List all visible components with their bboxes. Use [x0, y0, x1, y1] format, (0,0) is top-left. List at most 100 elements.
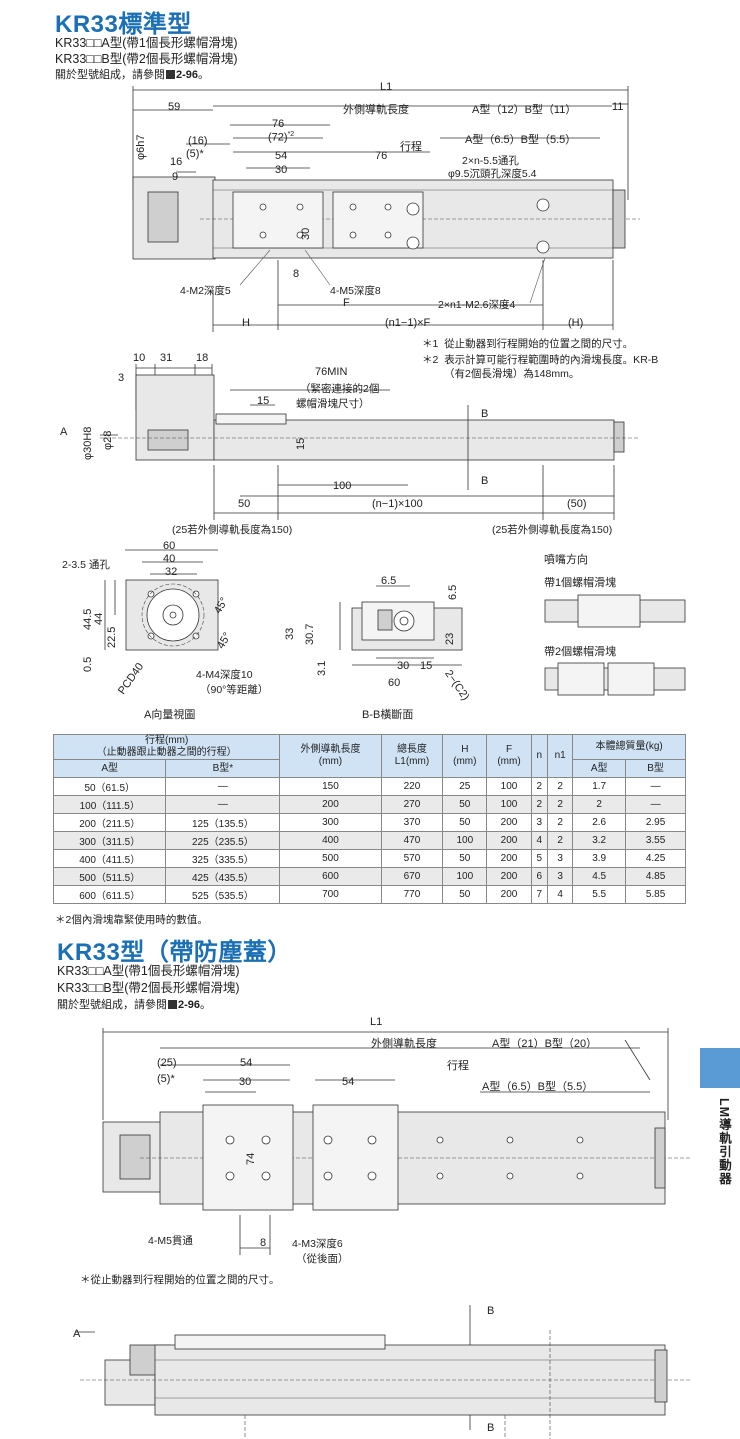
table-cell: 2	[572, 795, 627, 814]
table-cell: 5.5	[572, 885, 627, 904]
dim-cover-54b: 54	[342, 1076, 355, 1088]
label-A: A	[60, 426, 68, 438]
table-cell: 25	[442, 777, 488, 796]
dim-a65b55: A型（6.5）B型（5.5）	[465, 134, 577, 146]
dim-l1: L1	[380, 81, 393, 93]
dim-n1F: (n1−1)×F	[385, 317, 431, 329]
table-cell: 2	[547, 777, 574, 796]
note-cover-back: （從後面）	[296, 1253, 349, 1265]
dim-76: 76	[272, 118, 285, 130]
note-tight-1: （緊密連接的2個	[300, 383, 380, 395]
dim-30-7: 30.7	[304, 623, 316, 645]
dim-16b: 16	[170, 156, 183, 168]
table-cell: 4.85	[625, 867, 686, 886]
table-cell: 3	[530, 813, 549, 832]
dim-18: 18	[196, 352, 209, 364]
dim-15v: 15	[295, 437, 307, 450]
th-type-b: B型*	[165, 759, 281, 778]
table-cell: 2	[530, 795, 549, 814]
table-cell: 100	[442, 831, 488, 850]
dim-9: 9	[172, 171, 179, 183]
dim-cover-stroke: 行程	[447, 1060, 469, 1072]
table-cell: 1.7	[572, 777, 627, 796]
table-cell: 600（611.5）	[52, 885, 167, 904]
dim-100: 100	[333, 480, 352, 492]
th-n: n	[530, 734, 549, 778]
table-cell: —	[165, 795, 281, 814]
section1-title: KR33標準型	[55, 11, 192, 38]
table-cell: 300（311.5）	[52, 831, 167, 850]
dim-33: 33	[284, 627, 296, 640]
note2-cont: （有2個長滑塊）為148mm。	[444, 368, 580, 380]
table-cell: 5.85	[625, 885, 686, 904]
caption-two-block: 帶2個螺帽滑塊	[544, 646, 617, 658]
dim-10: 10	[133, 352, 146, 364]
th-stroke: 行程(mm)（止動器跟止動器之間的行程）	[52, 734, 281, 760]
label-B2: B	[481, 475, 489, 487]
dim-H: H	[242, 317, 250, 329]
dim-6-5: 6.5	[381, 575, 397, 587]
table-cell: 3	[547, 849, 574, 868]
table-cell: 4	[530, 831, 549, 850]
drawing-top-view	[132, 86, 640, 332]
table-cell: —	[625, 795, 686, 814]
table-cell: 3	[547, 867, 574, 886]
dim-F: F	[343, 297, 350, 309]
th-mass-a: A型	[572, 759, 627, 778]
dim-59: 59	[168, 101, 181, 113]
dim-23: 23	[444, 632, 456, 645]
section1-line-b: KR33□□B型(帶2個長形螺帽滑塊)	[55, 52, 238, 66]
table-cell: 50	[442, 813, 488, 832]
section2-line-a: KR33□□A型(帶1個長形螺帽滑塊)	[57, 964, 240, 978]
table-cell: 50	[442, 885, 488, 904]
table-cell: 50	[442, 795, 488, 814]
note-thru-holes: 2×n-5.5通孔	[462, 155, 519, 167]
table-cell: 3.55	[625, 831, 686, 850]
table-cell: 100	[486, 777, 532, 796]
table-cell: 200	[486, 813, 532, 832]
dim-cover-a65b55: A型（6.5）B型（5.5）	[482, 1081, 594, 1093]
label-B1: B	[481, 408, 489, 420]
table-cell: 400	[279, 831, 382, 850]
note-cover-star: ＊從止動器到行程開始的位置之間的尺寸。	[80, 1274, 280, 1286]
dim-3-1: 3.1	[316, 660, 328, 676]
note-m4: 4-M4深度10	[196, 669, 253, 681]
dim-15b: 15	[420, 660, 433, 672]
dim-cover-8: 8	[260, 1237, 267, 1249]
dim-5: (5)*	[186, 148, 204, 160]
table-cell: 2	[530, 777, 549, 796]
table-cell: 600	[279, 867, 382, 886]
table-cell: 4.25	[625, 849, 686, 868]
note-cover-m3: 4-M3深度6	[292, 1238, 343, 1250]
table-cell: 5	[530, 849, 549, 868]
dim-11: 11	[612, 101, 624, 113]
side-tab	[700, 1048, 740, 1088]
table-cell: 225（235.5）	[165, 831, 281, 850]
note-counterbore: φ9.5沉頭孔深度5.4	[448, 168, 537, 180]
dim-50p: (50)	[567, 498, 587, 510]
dim-76min: 76MIN	[315, 366, 348, 378]
dim-72: (72)*2	[268, 131, 295, 144]
dim-50: 50	[238, 498, 251, 510]
dim-cover-l1: L1	[370, 1016, 383, 1028]
th-H: H(mm)	[442, 734, 488, 778]
dim-22-5: 22.5	[106, 626, 118, 648]
dim-76b: 76	[375, 150, 388, 162]
table-cell: 2.6	[572, 813, 627, 832]
th-mass: 本體總質量(kg)	[572, 734, 686, 760]
table-cell: 100	[442, 867, 488, 886]
table-cell: 7	[530, 885, 549, 904]
table-cell: 400（411.5）	[52, 849, 167, 868]
table-cell: 570	[380, 849, 444, 868]
dim-40: 40	[163, 553, 176, 565]
table-cell: 2	[547, 831, 574, 850]
dim-3: 3	[118, 372, 125, 384]
